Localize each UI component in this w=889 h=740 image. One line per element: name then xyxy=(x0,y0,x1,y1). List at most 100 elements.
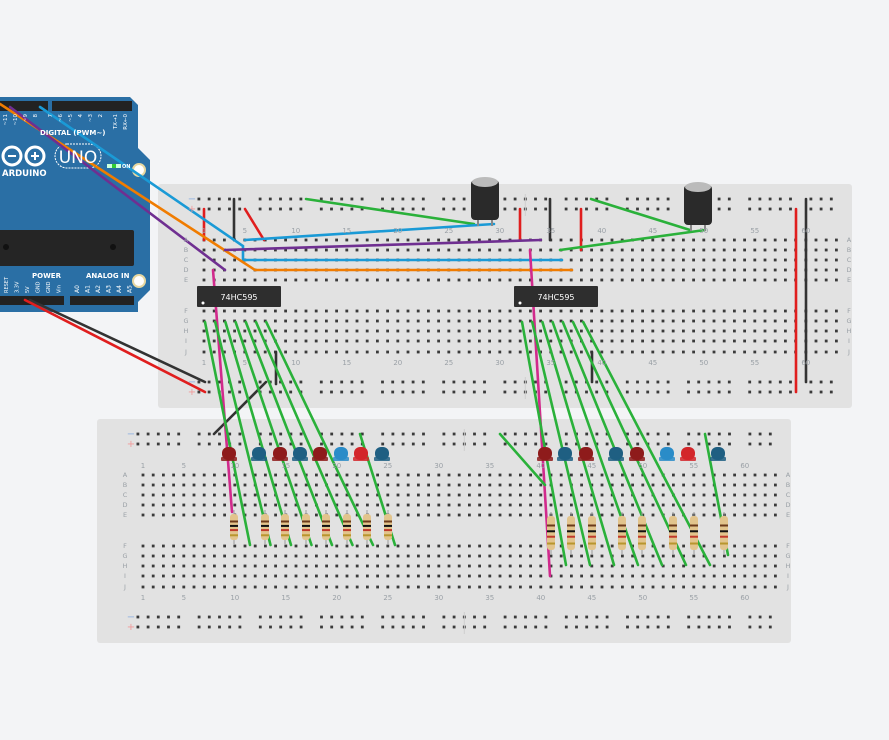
breadboard-hole[interactable] xyxy=(661,339,665,343)
breadboard-hole[interactable] xyxy=(274,309,277,313)
breadboard-hole[interactable] xyxy=(610,544,614,548)
breadboard-hole[interactable] xyxy=(478,238,481,242)
breadboard-hole[interactable] xyxy=(569,258,573,262)
breadboard-hole[interactable] xyxy=(743,585,747,589)
breadboard-hole[interactable] xyxy=(294,493,298,497)
breadboard-hole[interactable] xyxy=(733,574,736,578)
breadboard-hole[interactable] xyxy=(519,493,522,497)
breadboard-hole[interactable] xyxy=(712,574,716,578)
breadboard-hole[interactable] xyxy=(182,493,186,497)
breadboard-hole[interactable] xyxy=(447,513,451,517)
breadboard-hole[interactable] xyxy=(162,554,165,558)
breadboard-hole[interactable] xyxy=(284,238,287,242)
breadboard-hole[interactable] xyxy=(258,615,262,619)
breadboard-hole[interactable] xyxy=(702,544,706,548)
breadboard-hole[interactable] xyxy=(213,483,216,487)
breadboard-hole[interactable] xyxy=(723,483,726,487)
breadboard-hole[interactable] xyxy=(488,483,492,487)
breadboard-hole[interactable] xyxy=(519,503,522,507)
breadboard-hole[interactable] xyxy=(335,574,339,578)
breadboard-hole[interactable] xyxy=(340,432,344,436)
breadboard-hole[interactable] xyxy=(447,493,451,497)
breadboard-hole[interactable] xyxy=(809,390,813,394)
breadboard-hole[interactable] xyxy=(473,615,476,619)
breadboard-hole[interactable] xyxy=(213,513,216,517)
breadboard-hole[interactable] xyxy=(212,350,216,354)
breadboard-hole[interactable] xyxy=(345,319,349,323)
breadboard-hole[interactable] xyxy=(422,625,425,629)
breadboard-hole[interactable] xyxy=(325,574,328,578)
breadboard-hole[interactable] xyxy=(228,432,232,436)
breadboard-hole[interactable] xyxy=(529,585,532,589)
breadboard-hole[interactable] xyxy=(733,564,736,568)
breadboard-hole[interactable] xyxy=(728,432,731,436)
breadboard-hole[interactable] xyxy=(366,473,369,477)
breadboard-hole[interactable] xyxy=(457,585,461,589)
breadboard-hole[interactable] xyxy=(539,585,543,589)
breadboard-hole[interactable] xyxy=(467,329,471,333)
breadboard-hole[interactable] xyxy=(136,432,140,436)
breadboard-hole[interactable] xyxy=(763,585,767,589)
breadboard-hole[interactable] xyxy=(177,442,181,446)
breadboard-hole[interactable] xyxy=(590,554,594,558)
breadboard-hole[interactable] xyxy=(692,329,695,333)
breadboard-hole[interactable] xyxy=(472,390,476,394)
breadboard-hole[interactable] xyxy=(580,544,583,548)
breadboard-hole[interactable] xyxy=(631,319,634,323)
breadboard-hole[interactable] xyxy=(727,197,731,201)
breadboard-hole[interactable] xyxy=(585,390,588,394)
breadboard-hole[interactable] xyxy=(422,432,425,436)
breadboard-hole[interactable] xyxy=(722,319,726,323)
breadboard-hole[interactable] xyxy=(549,564,553,568)
breadboard-hole[interactable] xyxy=(253,309,257,313)
breadboard-hole[interactable] xyxy=(315,473,318,477)
breadboard-hole[interactable] xyxy=(223,554,226,558)
breadboard-hole[interactable] xyxy=(508,339,512,343)
breadboard-hole[interactable] xyxy=(631,473,634,477)
breadboard-hole[interactable] xyxy=(702,493,706,497)
breadboard-hole[interactable] xyxy=(570,473,573,477)
breadboard-hole[interactable] xyxy=(488,248,491,252)
breadboard-hole[interactable] xyxy=(661,585,665,589)
breadboard-hole[interactable] xyxy=(416,248,420,252)
breadboard-hole[interactable] xyxy=(682,268,685,272)
breadboard-hole[interactable] xyxy=(610,309,614,313)
breadboard-hole[interactable] xyxy=(299,207,303,211)
breadboard-hole[interactable] xyxy=(447,278,451,282)
breadboard-hole[interactable] xyxy=(728,442,731,446)
breadboard-hole[interactable] xyxy=(753,329,757,333)
breadboard-hole[interactable] xyxy=(274,278,277,282)
breadboard-hole[interactable] xyxy=(610,238,614,242)
breadboard-hole[interactable] xyxy=(340,380,344,384)
breadboard-hole[interactable] xyxy=(661,493,665,497)
breadboard-hole[interactable] xyxy=(202,513,206,517)
breadboard-hole[interactable] xyxy=(722,258,726,262)
breadboard-hole[interactable] xyxy=(264,585,267,589)
breadboard-hole[interactable] xyxy=(350,615,354,619)
breadboard-hole[interactable] xyxy=(228,197,231,201)
breadboard-hole[interactable] xyxy=(162,513,165,517)
breadboard-hole[interactable] xyxy=(646,615,650,619)
breadboard-hole[interactable] xyxy=(264,574,267,578)
breadboard-hole[interactable] xyxy=(656,207,660,211)
breadboard-hole[interactable] xyxy=(360,197,364,201)
breadboard-hole[interactable] xyxy=(340,197,344,201)
breadboard-hole[interactable] xyxy=(340,390,344,394)
breadboard-hole[interactable] xyxy=(600,248,604,252)
breadboard-hole[interactable] xyxy=(682,493,685,497)
breadboard-hole[interactable] xyxy=(427,554,430,558)
breadboard-hole[interactable] xyxy=(325,585,328,589)
breadboard-hole[interactable] xyxy=(768,432,772,436)
breadboard-hole[interactable] xyxy=(258,380,262,384)
breadboard-hole[interactable] xyxy=(631,585,634,589)
breadboard-hole[interactable] xyxy=(314,350,318,354)
breadboard-hole[interactable] xyxy=(784,350,787,354)
breadboard-hole[interactable] xyxy=(712,329,716,333)
breadboard-hole[interactable] xyxy=(727,390,731,394)
breadboard-hole[interactable] xyxy=(345,278,349,282)
breadboard-hole[interactable] xyxy=(641,339,644,343)
breadboard-hole[interactable] xyxy=(223,258,226,262)
breadboard-hole[interactable] xyxy=(162,544,165,548)
breadboard-hole[interactable] xyxy=(774,513,777,517)
breadboard-hole[interactable] xyxy=(692,554,696,558)
